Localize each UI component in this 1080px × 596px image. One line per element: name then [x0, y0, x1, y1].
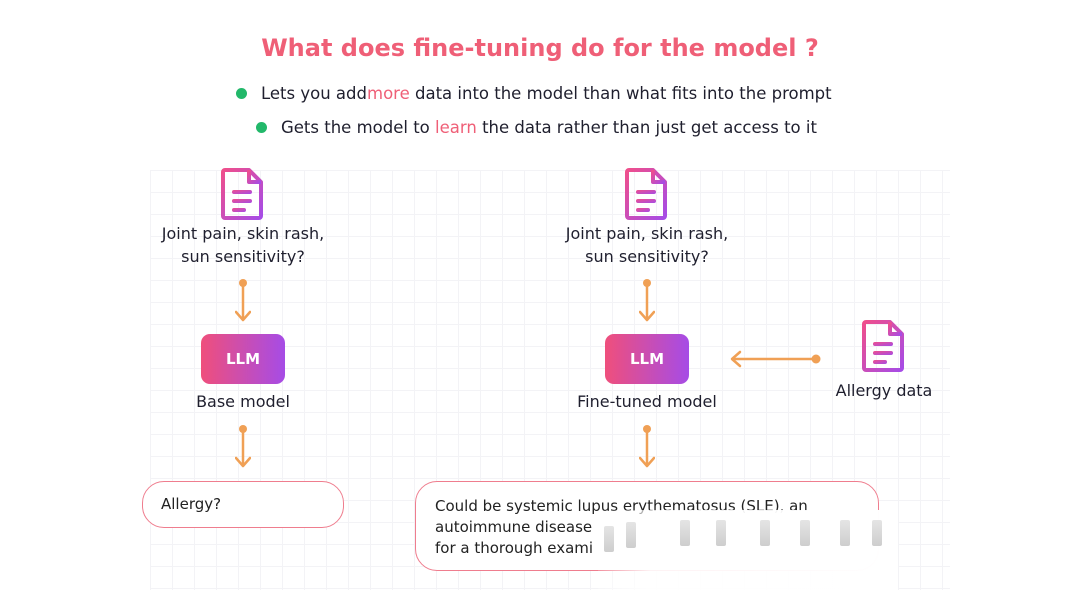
bullet-text-post: the data rather than just get access to …: [476, 118, 817, 137]
bullet-dot-icon: [236, 88, 247, 99]
arrow-left-icon: [730, 350, 821, 368]
question-text: Joint pain, skin rash, sun sensitivity?: [517, 222, 777, 268]
bullet-text-highlight: learn: [435, 118, 477, 137]
question-line: sun sensitivity?: [181, 247, 305, 266]
arrow-down-icon: [235, 425, 251, 468]
extra-data-label: Allergy data: [835, 381, 933, 400]
question-line: sun sensitivity?: [585, 247, 709, 266]
bullet-text-highlight: more: [367, 84, 410, 103]
arrow-down-icon: [235, 279, 251, 322]
model-label: Base model: [196, 392, 290, 411]
blur-overlay: [598, 510, 898, 596]
bullet-text-post: data into the model than what fits into …: [409, 84, 832, 103]
llm-box: LLM: [201, 334, 285, 384]
response-line: autoimmune disease: [435, 518, 593, 536]
response-line: for a thorough exami: [435, 539, 594, 557]
model-label: Fine-tuned model: [577, 392, 717, 411]
response-box: Allergy?: [142, 481, 344, 528]
document-icon: [221, 168, 263, 220]
arrow-down-icon: [639, 279, 655, 322]
question-line: Joint pain, skin rash,: [565, 224, 729, 243]
bullet-item: Gets the model to learn the data rather …: [256, 118, 817, 137]
bullet-text-pre: Gets the model to: [281, 118, 436, 137]
question-line: Joint pain, skin rash,: [161, 224, 325, 243]
llm-box: LLM: [605, 334, 689, 384]
response-text: Allergy?: [161, 495, 222, 513]
arrow-down-icon: [639, 425, 655, 468]
document-icon: [625, 168, 667, 220]
bullet-text-pre: Lets you add: [261, 84, 367, 103]
bullet-item: Lets you add more data into the model th…: [236, 84, 832, 103]
question-text: Joint pain, skin rash, sun sensitivity?: [113, 222, 373, 268]
page-title: What does fine-tuning do for the model ?: [261, 34, 819, 62]
bullet-dot-icon: [256, 122, 267, 133]
document-icon: [862, 320, 904, 372]
